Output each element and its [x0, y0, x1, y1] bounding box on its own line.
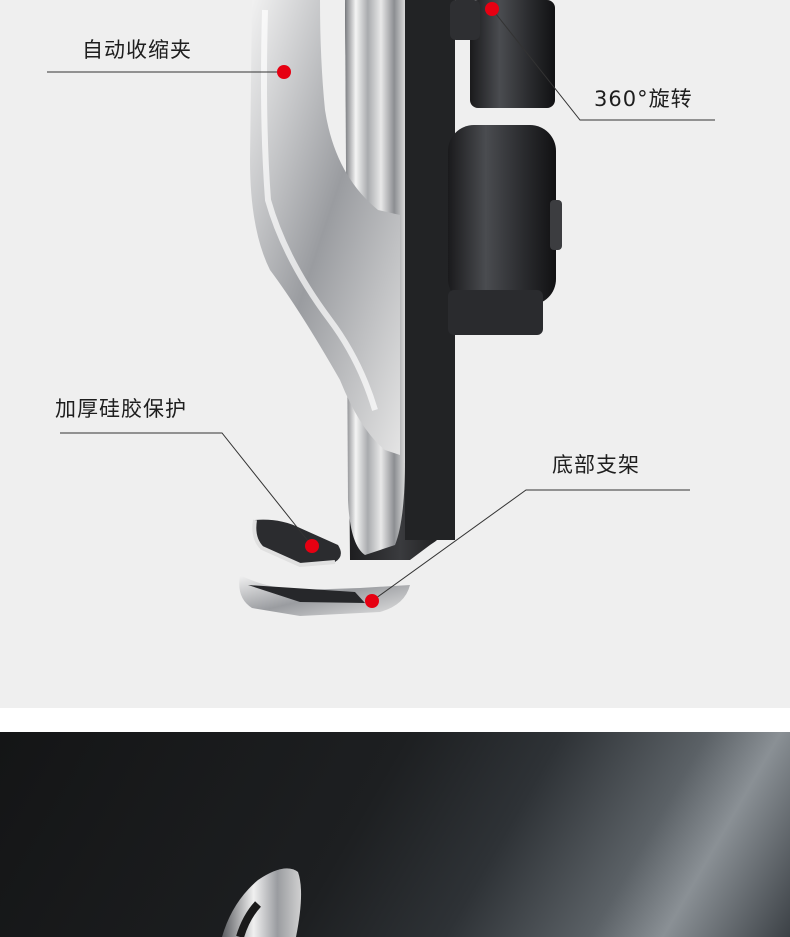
marker-bottom-bracket	[365, 594, 379, 608]
marker-rotation	[485, 2, 499, 16]
leader-bottom-bracket	[371, 489, 690, 602]
callout-bottom-bracket: 底部支架	[552, 453, 640, 477]
marker-auto-clamp	[277, 65, 291, 79]
leader-lines	[47, 8, 715, 602]
rotation-knob	[450, 0, 555, 108]
side-clamp-arm	[250, 0, 400, 455]
callout-markers	[277, 2, 499, 608]
callout-rotation: 360°旋转	[594, 87, 693, 111]
product-detail-panel: 自动收缩夹 360°旋转 加厚硅胶保护 底部支架	[0, 0, 790, 708]
leader-rotation	[491, 8, 715, 121]
leader-silicone	[60, 432, 313, 547]
dark-product-panel	[0, 732, 790, 937]
adjust-knob	[448, 125, 562, 335]
chrome-clamp-tip	[222, 868, 302, 937]
marker-silicone	[305, 539, 319, 553]
callout-silicone: 加厚硅胶保护	[55, 397, 187, 421]
phone-holder-illustration	[47, 0, 715, 616]
callout-auto-clamp: 自动收缩夹	[82, 38, 192, 62]
